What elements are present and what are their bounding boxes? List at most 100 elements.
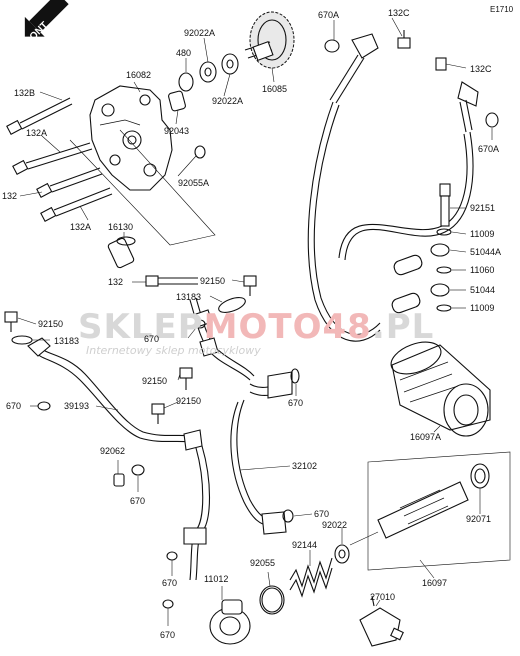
bolt-132a-lower xyxy=(40,187,113,222)
label-132c: 132C xyxy=(470,64,492,74)
washer-11060 xyxy=(436,266,452,274)
label-670: 670 xyxy=(130,496,145,506)
label-670: 670 xyxy=(288,398,303,408)
oil-filter-16097a xyxy=(390,341,491,437)
front-arrow-icon xyxy=(24,0,69,37)
label-132b: 132B xyxy=(14,88,35,98)
label-92055: 92055 xyxy=(250,558,275,568)
washer-92022 xyxy=(334,544,350,564)
bolt-92150-mid-a xyxy=(179,367,193,390)
label-51044: 51044 xyxy=(470,285,495,295)
label-92022a: 92022A xyxy=(212,96,243,106)
o-ring-670a-top xyxy=(324,39,340,53)
o-ring-670-c xyxy=(131,464,145,476)
label-92150: 92150 xyxy=(200,276,225,286)
banjo-51044a xyxy=(393,243,450,276)
label-11060: 11060 xyxy=(470,265,494,275)
clamp-13183-left xyxy=(11,335,33,345)
label-11009: 11009 xyxy=(470,229,494,239)
circlip-480 xyxy=(178,72,194,92)
diagram-code: E1710 xyxy=(490,5,514,14)
label-92043: 92043 xyxy=(164,126,189,136)
o-ring-670-top xyxy=(194,319,206,329)
o-ring-670-e xyxy=(166,551,178,561)
o-ring-670-b xyxy=(290,368,300,384)
label-132a: 132A xyxy=(26,128,47,138)
o-ring-670a-right xyxy=(485,112,499,128)
label-670: 670 xyxy=(162,578,177,588)
o-ring-670-a xyxy=(37,401,51,411)
gear-16085 xyxy=(244,11,295,69)
oil-pipe-32102 xyxy=(230,371,293,535)
o-ring-670-d xyxy=(282,509,294,523)
label-92151: 92151 xyxy=(470,203,495,213)
label-92055a: 92055A xyxy=(178,178,209,188)
bolt-92150-left xyxy=(4,311,18,332)
label-670: 670 xyxy=(160,630,175,640)
o-ring-92071 xyxy=(470,463,490,489)
cap-11012 xyxy=(209,599,251,645)
oil-pipe-39193 xyxy=(27,297,255,581)
o-ring-670-f xyxy=(162,599,174,609)
bolt-132-lower xyxy=(145,275,198,287)
bolt-92151 xyxy=(439,183,451,227)
label-670: 670 xyxy=(314,509,329,519)
label-92022: 92022 xyxy=(322,520,347,530)
label-92150: 92150 xyxy=(38,319,63,329)
label-16097: 16097 xyxy=(422,578,447,588)
bolt-132a-upper xyxy=(12,142,93,175)
label-39193: 39193 xyxy=(64,401,89,411)
o-ring-92055a xyxy=(194,145,206,159)
label-16097a: 16097A xyxy=(410,432,441,442)
switch-27010 xyxy=(359,595,404,647)
bolt-132c-right xyxy=(435,57,447,71)
label-13183: 13183 xyxy=(54,336,79,346)
bolt-132-upper xyxy=(36,167,103,198)
collar-92043 xyxy=(168,90,186,112)
label-132a: 132A xyxy=(70,222,91,232)
washer-92022a-outer xyxy=(221,53,239,75)
label-51044a: 51044A xyxy=(470,247,501,257)
label-92022a: 92022A xyxy=(184,28,215,38)
o-ring-92055 xyxy=(259,585,285,615)
label-670: 670 xyxy=(6,401,21,411)
bolt-132c-top xyxy=(397,30,411,49)
bolt-92150-mid-b xyxy=(151,403,165,424)
label-13183: 13183 xyxy=(176,292,201,302)
label-132: 132 xyxy=(108,277,123,287)
pin-16130 xyxy=(107,236,136,269)
label-32102: 32102 xyxy=(292,461,317,471)
washer-92022a xyxy=(199,61,217,83)
label-132c: 132C xyxy=(388,8,410,18)
label-16082: 16082 xyxy=(126,70,151,80)
leader-lines xyxy=(17,17,493,626)
label-670a: 670A xyxy=(318,10,339,20)
watermark: SKLEPMOTO48.PL Internetowy sklep motocyk… xyxy=(78,307,434,357)
svg-text:Internetowy sklep motocyklowy: Internetowy sklep motocyklowy xyxy=(86,344,261,357)
washer-11009-upper xyxy=(436,228,452,236)
banjo-fitting-right xyxy=(457,81,479,133)
plug-92062 xyxy=(113,473,125,487)
oil-pump-housing xyxy=(89,85,173,191)
label-480: 480 xyxy=(176,48,191,58)
label-27010: 27010 xyxy=(370,592,395,602)
label-16085: 16085 xyxy=(262,84,287,94)
label-11012: 11012 xyxy=(204,574,228,584)
label-16130: 16130 xyxy=(108,222,133,232)
label-92150: 92150 xyxy=(176,396,201,406)
washer-11009-lower xyxy=(436,304,452,312)
strainer-box-16097 xyxy=(367,451,511,571)
part-labels: 670A 132C 132C 670A 92022A 480 92022A 16… xyxy=(2,8,501,640)
clamp-13183-upper xyxy=(218,297,246,313)
banjo-fitting-top xyxy=(329,33,379,104)
svg-text:SKLEPMOTO48.PL: SKLEPMOTO48.PL xyxy=(78,307,434,347)
spring-92144 xyxy=(289,557,333,598)
label-11009: 11009 xyxy=(470,303,494,313)
label-92071: 92071 xyxy=(466,514,491,524)
label-670a: 670A xyxy=(478,144,499,154)
label-92062: 92062 xyxy=(100,446,125,456)
label-92150: 92150 xyxy=(142,376,167,386)
label-670: 670 xyxy=(144,334,159,344)
bolt-92150-upper xyxy=(243,275,257,296)
